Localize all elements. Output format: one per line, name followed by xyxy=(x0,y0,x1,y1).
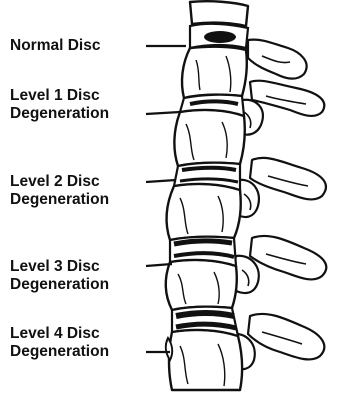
label-level-1-line1: Level 1 Disc xyxy=(10,87,109,105)
label-level-2-line1: Level 2 Disc xyxy=(10,173,109,191)
label-level-4: Level 4 Disc Degeneration xyxy=(10,325,109,361)
label-level-4-line1: Level 4 Disc xyxy=(10,325,109,343)
normal-disc xyxy=(190,24,248,48)
label-level-3-line2: Degeneration xyxy=(10,276,109,294)
label-level-2: Level 2 Disc Degeneration xyxy=(10,173,109,209)
label-level-4-line2: Degeneration xyxy=(10,343,109,361)
label-normal-disc-line1: Normal Disc xyxy=(10,37,100,55)
label-level-3-line1: Level 3 Disc xyxy=(10,258,109,276)
label-level-1: Level 1 Disc Degeneration xyxy=(10,87,109,123)
label-normal-disc: Normal Disc xyxy=(10,37,100,55)
label-level-1-line2: Degeneration xyxy=(10,105,109,123)
label-level-3: Level 3 Disc Degeneration xyxy=(10,258,109,294)
label-level-2-line2: Degeneration xyxy=(10,191,109,209)
